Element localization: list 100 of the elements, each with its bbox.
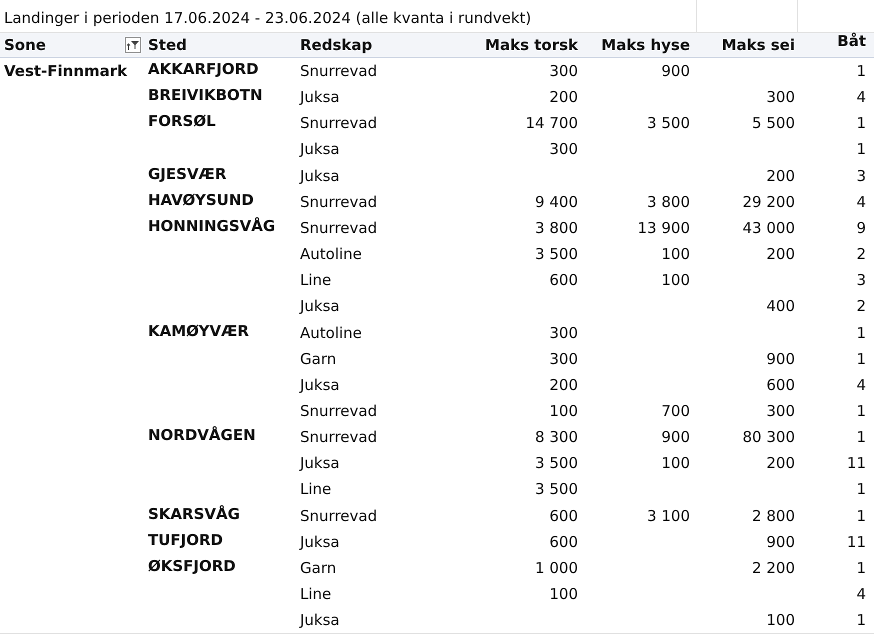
value-cell: 3 100 <box>647 506 690 526</box>
value-cell: 43 000 <box>742 218 795 238</box>
column-header: Sone <box>4 35 46 55</box>
column-header: Maks torsk <box>485 35 578 55</box>
gear-cell: Juksa <box>300 296 340 316</box>
place-cell: BREIVIKBOTN <box>148 85 263 106</box>
value-cell: 9 400 <box>535 192 578 212</box>
value-cell: 200 <box>766 244 795 264</box>
place-cell: HONNINGSVÅG <box>148 216 276 236</box>
value-cell: 3 800 <box>535 218 578 238</box>
value-cell: 3 800 <box>647 192 690 212</box>
gear-cell: Garn <box>300 558 336 578</box>
column-header: Redskap <box>300 35 372 55</box>
value-cell: 300 <box>549 139 578 160</box>
value-cell: 300 <box>766 87 795 108</box>
value-cell: 14 700 <box>526 113 578 134</box>
value-cell: 13 900 <box>638 218 690 238</box>
gear-cell: Line <box>300 584 332 604</box>
count-cell: 3 <box>856 166 866 186</box>
place-cell: TUFJORD <box>148 530 223 550</box>
column-header: Maks hyse <box>601 35 690 55</box>
column-header: Maks sei <box>722 35 795 55</box>
value-cell: 2 800 <box>752 506 795 526</box>
count-cell: 1 <box>856 348 866 369</box>
gear-cell: Autoline <box>300 322 362 342</box>
gear-cell: Juksa <box>300 374 340 395</box>
count-cell: 1 <box>856 322 866 342</box>
value-cell: 600 <box>766 374 795 395</box>
value-cell: 300 <box>549 61 578 81</box>
place-cell: HAVØYSUND <box>148 190 254 210</box>
value-cell: 200 <box>549 374 578 395</box>
count-cell: 2 <box>856 296 866 316</box>
value-cell: 3 500 <box>535 479 578 500</box>
place-cell: SKARSVÅG <box>148 504 240 524</box>
gear-cell: Juksa <box>300 610 340 630</box>
value-cell: 200 <box>766 166 795 186</box>
value-cell: 200 <box>766 453 795 474</box>
value-cell: 100 <box>549 400 578 421</box>
value-cell: 2 200 <box>752 558 795 578</box>
value-cell: 29 200 <box>742 192 795 212</box>
count-cell: 1 <box>856 139 866 160</box>
value-cell: 700 <box>661 400 690 421</box>
place-cell: GJESVÆR <box>148 164 226 184</box>
place-cell: ØKSFJORD <box>148 556 236 576</box>
count-cell: 3 <box>856 270 866 290</box>
count-cell: 11 <box>846 532 866 552</box>
value-cell: 3 500 <box>647 113 690 134</box>
place-cell: KAMØYVÆR <box>148 320 249 340</box>
count-cell: 1 <box>856 506 866 526</box>
value-cell: 300 <box>549 322 578 342</box>
count-cell: 1 <box>856 479 866 500</box>
value-cell: 600 <box>549 270 578 290</box>
value-cell: 5 500 <box>752 113 795 134</box>
value-cell: 900 <box>766 532 795 552</box>
zone-cell: Vest-Finnmark <box>4 61 128 81</box>
gear-cell: Garn <box>300 348 336 369</box>
gear-cell: Snurrevad <box>300 427 378 448</box>
value-cell: 100 <box>661 270 690 290</box>
gear-cell: Snurrevad <box>300 113 378 134</box>
value-cell: 100 <box>766 610 795 630</box>
count-cell: 4 <box>856 192 866 212</box>
value-cell: 1 000 <box>535 558 578 578</box>
gear-cell: Snurrevad <box>300 506 378 526</box>
column-header: Båt <box>837 31 866 51</box>
count-cell: 4 <box>856 87 866 108</box>
count-cell: 2 <box>856 244 866 264</box>
gear-cell: Juksa <box>300 453 340 474</box>
gear-cell: Juksa <box>300 166 340 186</box>
value-cell: 3 500 <box>535 453 578 474</box>
place-cell: FORSØL <box>148 111 216 132</box>
gear-cell: Line <box>300 479 332 500</box>
value-cell: 80 300 <box>742 427 795 448</box>
place-cell: AKKARFJORD <box>148 59 259 79</box>
table-title: Landinger i perioden 17.06.2024 - 23.06.2024 (alle kvanta i rundvekt) <box>4 8 532 28</box>
count-cell: 4 <box>856 584 866 604</box>
value-cell: 300 <box>766 400 795 421</box>
count-cell: 1 <box>856 61 866 81</box>
gear-cell: Line <box>300 270 332 290</box>
column-header: Sted <box>148 35 187 55</box>
value-cell: 3 500 <box>535 244 578 264</box>
gear-cell: Snurrevad <box>300 218 378 238</box>
count-cell: 1 <box>856 558 866 578</box>
value-cell: 600 <box>549 506 578 526</box>
value-cell: 300 <box>549 348 578 369</box>
value-cell: 8 300 <box>535 427 578 448</box>
gear-cell: Autoline <box>300 244 362 264</box>
gear-cell: Juksa <box>300 139 340 160</box>
count-cell: 4 <box>856 374 866 395</box>
gear-cell: Snurrevad <box>300 61 378 81</box>
gear-cell: Snurrevad <box>300 400 378 421</box>
value-cell: 200 <box>549 87 578 108</box>
gear-cell: Snurrevad <box>300 192 378 212</box>
value-cell: 600 <box>549 532 578 552</box>
value-cell: 400 <box>766 296 795 316</box>
count-cell: 1 <box>856 610 866 630</box>
gear-cell: Juksa <box>300 87 340 108</box>
count-cell: 1 <box>856 113 866 134</box>
gear-cell: Juksa <box>300 532 340 552</box>
count-cell: 9 <box>856 218 866 238</box>
value-cell: 900 <box>661 61 690 81</box>
